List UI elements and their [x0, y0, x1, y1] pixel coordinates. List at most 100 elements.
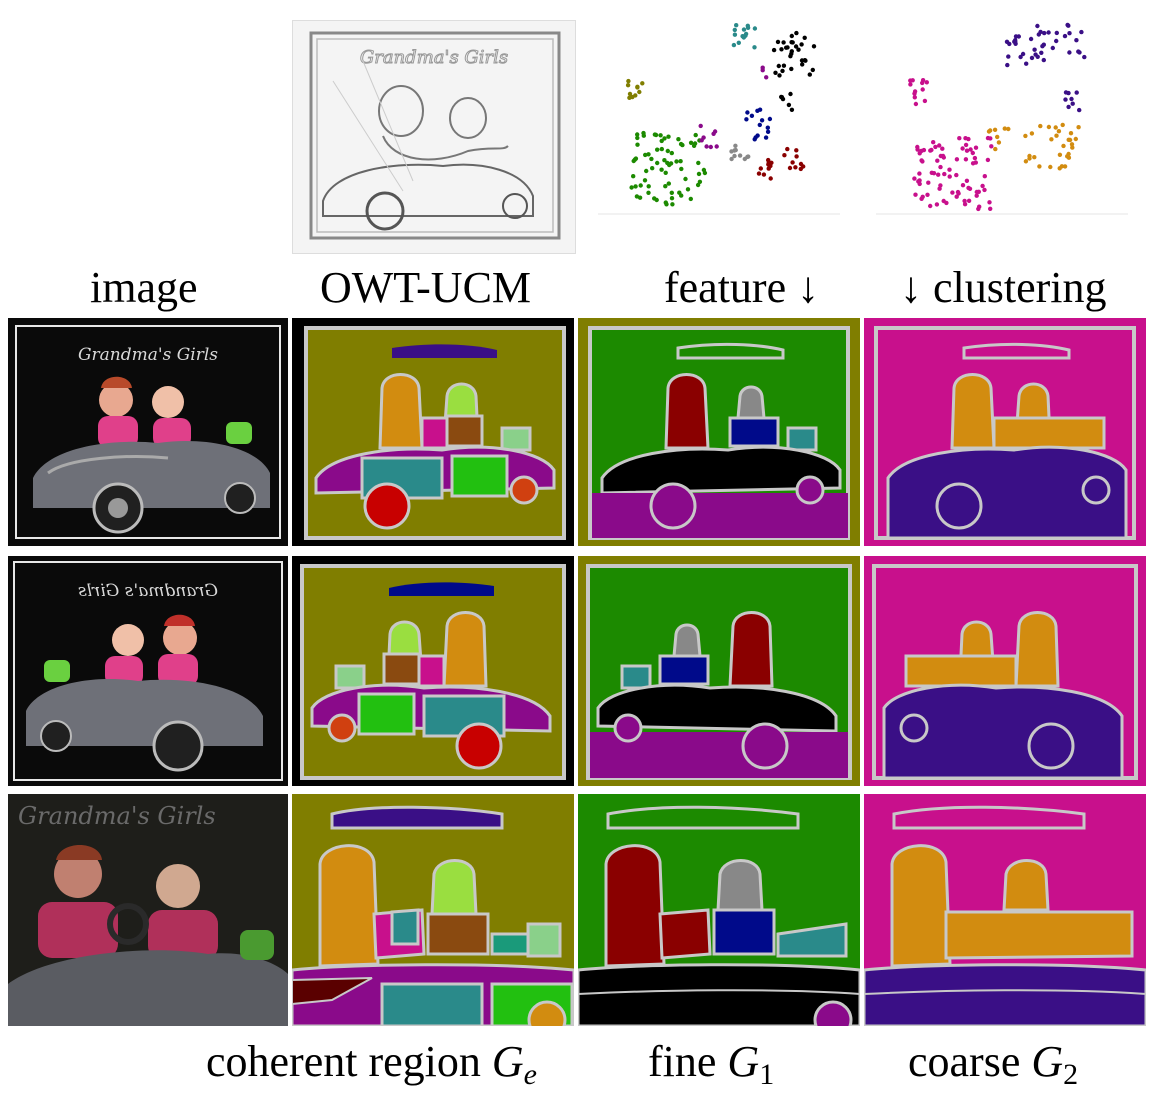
- feature-point: [793, 165, 798, 170]
- photo-caption-text: Grandma's Girls: [78, 345, 218, 365]
- feature-point: [667, 162, 672, 168]
- feature-point: [633, 184, 638, 189]
- feature-point: [781, 63, 787, 68]
- feature-point: [635, 85, 640, 90]
- cluster-point: [920, 194, 925, 199]
- feature-point: [655, 160, 660, 166]
- feature-point: [646, 152, 651, 157]
- feature-point: [811, 44, 817, 49]
- label-clustering: ↓ clustering: [900, 266, 1107, 310]
- cluster-point: [1053, 125, 1058, 130]
- label-coarse: coarse G2: [908, 1037, 1078, 1090]
- feature-point: [640, 81, 645, 86]
- feature-point: [659, 138, 664, 144]
- coarse-g2-row-1: [864, 318, 1146, 546]
- label-coarse-text: coarse: [908, 1037, 1021, 1086]
- cluster-point: [1029, 131, 1035, 136]
- cluster-point: [1046, 124, 1052, 130]
- feature-point: [784, 45, 789, 50]
- cluster-point: [1037, 164, 1042, 169]
- cluster-point: [1076, 125, 1081, 130]
- feature-point: [649, 156, 654, 162]
- cluster-point: [954, 172, 959, 178]
- coherent-region-row-1: [292, 318, 574, 546]
- feature-point: [635, 135, 640, 141]
- fine-g1-row-3: [578, 794, 860, 1026]
- cluster-point: [1077, 107, 1082, 113]
- cluster-point: [1061, 143, 1066, 149]
- feature-point: [757, 122, 762, 128]
- feature-point: [763, 135, 769, 140]
- cluster-point: [950, 190, 955, 195]
- cluster-point: [1079, 29, 1084, 35]
- cluster-point: [934, 202, 940, 207]
- cluster-point: [966, 198, 972, 203]
- feature-point: [764, 75, 769, 80]
- cluster-point: [1074, 90, 1079, 95]
- feature-point: [627, 95, 632, 101]
- cluster-point: [1020, 51, 1026, 57]
- feature-point: [696, 160, 701, 166]
- feature-point: [693, 132, 698, 138]
- feature-point: [627, 91, 633, 97]
- feature-point: [779, 47, 784, 52]
- feature-point: [731, 42, 737, 48]
- feature-point: [642, 178, 648, 183]
- owt-ucm-boundary-map: Grandma's Girls: [292, 20, 576, 254]
- feature-point: [780, 68, 785, 74]
- cluster-point: [954, 157, 960, 162]
- feature-point: [759, 118, 765, 123]
- clustering-scatter-plot: [872, 14, 1134, 236]
- cluster-point: [937, 186, 942, 191]
- feature-point: [665, 148, 670, 154]
- feature-point: [662, 158, 667, 163]
- feature-point: [697, 179, 703, 184]
- feature-point: [799, 42, 804, 47]
- feature-point: [637, 195, 643, 200]
- cluster-point: [908, 82, 913, 87]
- cluster-point: [967, 186, 973, 191]
- feature-point: [761, 172, 767, 177]
- cluster-point: [1060, 122, 1065, 128]
- feature-point: [666, 181, 671, 186]
- cluster-point: [976, 189, 981, 194]
- label-coarse-sub: 2: [1063, 1058, 1079, 1091]
- feature-point: [633, 93, 638, 98]
- feature-point: [743, 33, 748, 38]
- cluster-point: [922, 98, 928, 104]
- feature-point: [704, 144, 709, 149]
- feature-point: [766, 157, 771, 163]
- feature-point: [744, 117, 749, 122]
- feature-point: [794, 148, 799, 153]
- cluster-point: [926, 180, 931, 185]
- coarse-g2-row-3: [864, 794, 1146, 1026]
- feature-point: [789, 33, 794, 39]
- feature-point: [749, 113, 755, 119]
- feature-point: [670, 202, 675, 207]
- feature-point: [676, 137, 681, 142]
- cluster-point: [920, 87, 925, 92]
- cluster-point: [1069, 142, 1075, 147]
- feature-point: [746, 154, 751, 159]
- cluster-point: [955, 189, 961, 195]
- feature-point: [807, 72, 812, 77]
- cluster-point: [995, 134, 1000, 140]
- feature-point: [631, 174, 636, 179]
- label-coarse-var: G: [1031, 1037, 1064, 1086]
- photo-row-1: Grandma's Girls: [8, 318, 288, 546]
- cluster-point: [1006, 126, 1011, 132]
- feature-point: [655, 147, 660, 152]
- label-clustering-text: clustering: [933, 263, 1107, 312]
- feature-point: [765, 129, 771, 134]
- feature-point: [786, 102, 792, 108]
- cluster-point: [1066, 90, 1071, 96]
- feature-point: [802, 58, 808, 63]
- label-coherent-text: coherent region: [206, 1037, 481, 1086]
- cluster-point: [919, 158, 924, 163]
- cluster-point: [1027, 156, 1032, 161]
- cluster-point: [913, 192, 918, 197]
- cluster-point: [1066, 23, 1071, 28]
- feature-point: [652, 196, 657, 201]
- cluster-point: [985, 157, 991, 163]
- feature-point: [785, 146, 790, 152]
